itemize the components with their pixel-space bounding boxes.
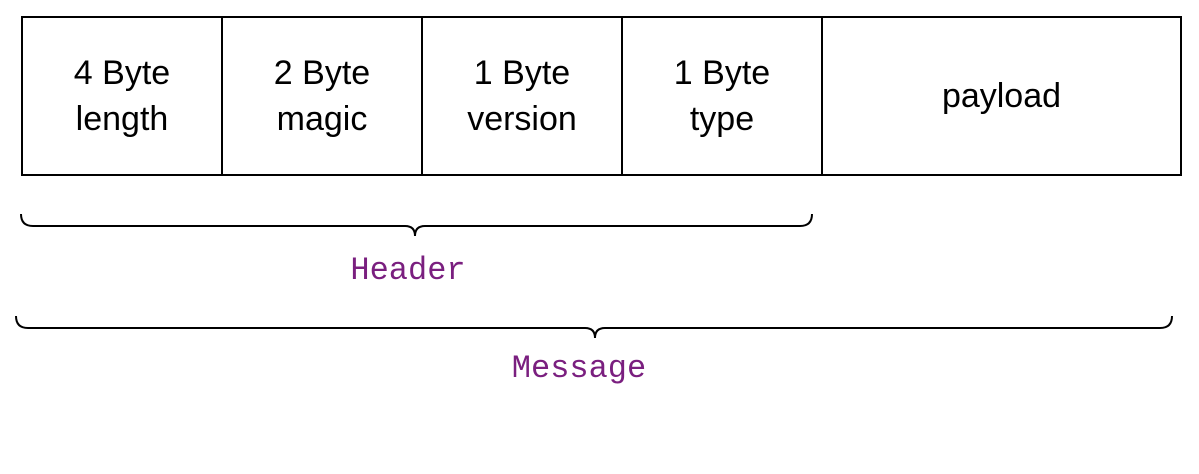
field-magic: 2 Byte magic — [223, 18, 423, 174]
field-type-label: 1 Byte type — [673, 54, 771, 138]
message-frame: 4 Byte length 2 Byte magic 1 Byte versio… — [21, 16, 1182, 176]
message-label: Message — [511, 350, 647, 387]
header-brace-path — [20, 213, 813, 237]
field-payload-label: payload — [941, 77, 1062, 115]
field-magic-label: 2 Byte magic — [273, 54, 371, 138]
field-payload: payload — [823, 18, 1180, 174]
message-brace-path — [15, 315, 1173, 339]
field-length: 4 Byte length — [23, 18, 223, 174]
field-type: 1 Byte type — [623, 18, 823, 174]
field-version-label: 1 Byte version — [467, 54, 577, 138]
field-length-label: 4 Byte length — [73, 54, 171, 138]
header-label: Header — [350, 252, 466, 289]
field-version: 1 Byte version — [423, 18, 623, 174]
